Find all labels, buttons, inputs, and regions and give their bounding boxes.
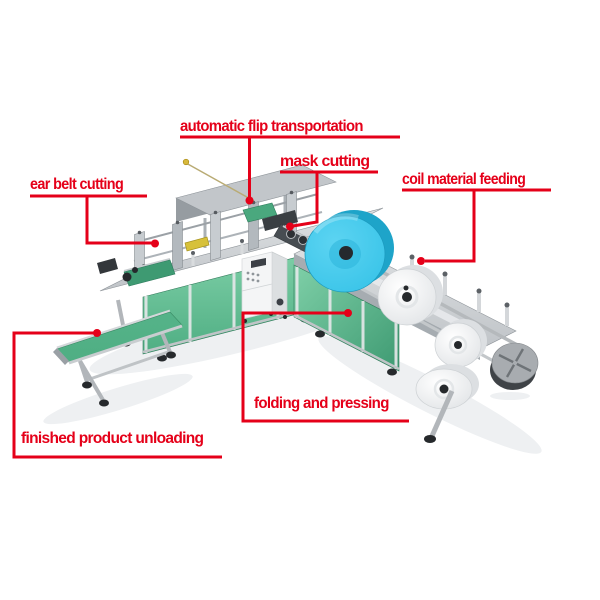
finished-product-conveyor: [53, 309, 183, 407]
ear-belt-leader: [85, 196, 152, 245]
coil-tension-disc: [490, 342, 539, 390]
folding-bracket: [241, 311, 409, 423]
blue-material-coil: [304, 210, 394, 293]
control-buttons: [246, 271, 260, 283]
yellow-fixture: [184, 236, 210, 252]
folding-pointer-dot: [344, 309, 352, 317]
mask-leader: [292, 172, 319, 228]
label-automatic-flip-transportation: automatic flip transportation: [180, 118, 363, 135]
control-screen: [251, 258, 266, 268]
flip-transfer-strip: [242, 202, 298, 231]
sensor-mast: [185, 162, 255, 202]
ear-belt-feed-belt: [122, 258, 176, 287]
label-folding-and-pressing: folding and pressing: [254, 395, 389, 412]
ear-belt-cutting-station: [97, 190, 384, 292]
mask-pointer-dot: [286, 222, 294, 231]
label-finished-product-unloading: finished product unloading: [21, 430, 204, 447]
ear-belt-pointer-dot: [151, 239, 159, 248]
annotation-lines: [12, 135, 551, 459]
white-material-coils: [377, 265, 487, 410]
coil-leader: [425, 190, 476, 263]
label-coil-material-feeding: coil material feeding: [402, 171, 526, 188]
coil-pointer-dot: [417, 257, 425, 265]
label-mask-cutting: mask cutting: [280, 153, 370, 170]
automatic-flip-platform: [175, 158, 337, 248]
flip-pointer-dot: [245, 196, 254, 205]
stand-leg: [424, 389, 455, 443]
label-ear-belt-cutting: ear belt cutting: [30, 176, 124, 193]
control-box: [241, 251, 288, 323]
finished-bracket: [12, 331, 222, 459]
finished-pointer-dot: [93, 329, 101, 337]
motor-block: [97, 258, 118, 274]
